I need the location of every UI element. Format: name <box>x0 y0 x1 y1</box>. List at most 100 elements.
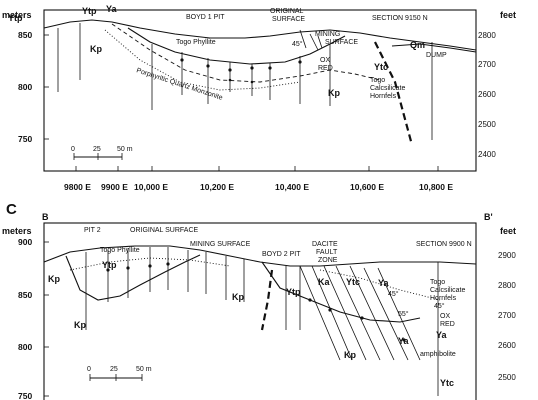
bottom-scale-bar: 0 25 50 m <box>87 366 152 381</box>
bottom-y-800: 800 <box>18 342 32 352</box>
bottom-y-900: 900 <box>18 237 32 247</box>
bottom-pit2-outline <box>65 254 201 301</box>
bottom-ox: OX <box>440 313 450 320</box>
bottom-scale-25: 25 <box>110 366 118 373</box>
bottom-fault <box>260 269 274 331</box>
bottom-ft-2600: 2600 <box>498 341 516 350</box>
bottom-togo-1: Togo <box>430 279 445 286</box>
top-red: RED <box>318 65 333 72</box>
bottom-unit-ytp2: Ytp <box>286 287 301 297</box>
bottom-frame <box>43 222 477 400</box>
top-mining-2: SURFACE <box>325 39 358 46</box>
bottom-dacite-2: FAULT <box>316 249 338 256</box>
bottom-unit-ytc1: Ytc <box>346 277 360 287</box>
bottom-dacite-1: DACITE <box>312 241 338 248</box>
top-y-800: 800 <box>18 82 32 92</box>
top-unit-qm: Qm <box>410 40 425 50</box>
bottom-unit-ya2: Ya <box>398 336 410 346</box>
bottom-y-750: 750 <box>18 391 32 400</box>
bottom-unit-kp3: Kp <box>232 292 244 302</box>
top-unit-kp1: Kp <box>90 44 102 54</box>
top-scale-25: 25 <box>93 146 101 153</box>
bottom-red: RED <box>440 321 455 328</box>
bottom-mining-surface: MINING SURFACE <box>190 241 251 248</box>
bottom-dacite-3: ZONE <box>318 257 338 264</box>
top-ox: OX <box>320 57 330 64</box>
top-x-9900: 9900 E <box>101 182 128 192</box>
top-mining-surface-line <box>127 27 346 65</box>
top-x-10000: 10,000 E <box>134 182 168 192</box>
top-x-axis: 9800 E 9900 E 10,000 E 10,200 E 10,400 E… <box>64 166 453 192</box>
bottom-y-850: 850 <box>18 290 32 300</box>
bottom-original-surface: ORIGINAL SURFACE <box>130 227 199 234</box>
bottom-unit-ya1: Ya <box>378 278 390 288</box>
bottom-unit-ytp1: Ytp <box>102 260 117 270</box>
top-mining-1: MINING <box>315 31 340 38</box>
top-cross-section: meters 850 800 750 feet 2800 2700 2600 2… <box>2 4 516 192</box>
top-y-750: 750 <box>18 134 32 144</box>
bottom-unit-ytc2: Ytc <box>440 378 454 388</box>
bottom-unit-kp4: Kp <box>344 350 356 360</box>
bottom-boyd2-outline <box>261 261 421 323</box>
bottom-unit-kp2: Kp <box>74 320 86 330</box>
top-ft-2400: 2400 <box>478 150 496 159</box>
bottom-angle-a: 45° <box>388 290 399 298</box>
bottom-togo-3: Hornfels <box>430 295 457 302</box>
bottom-scale-50: 50 m <box>136 366 152 373</box>
top-right-unit: feet <box>500 10 516 20</box>
top-ft-2700: 2700 <box>478 60 496 69</box>
top-ft-2800: 2800 <box>478 31 496 40</box>
top-unit-ytc: Ytc <box>374 62 388 72</box>
bottom-angle-c: 45° <box>434 302 445 310</box>
top-original-2: SURFACE <box>272 16 305 23</box>
top-unit-ytp2: Ytp <box>82 6 97 16</box>
bottom-left-unit: meters <box>2 226 32 236</box>
bottom-end-right: B' <box>484 212 493 222</box>
top-togo-phyllite: Togo Phyllite <box>176 39 216 46</box>
top-scale-50: 50 m <box>117 146 133 153</box>
bottom-drill-holes <box>85 247 439 396</box>
bottom-togo-phyllite: Togo Phyllite <box>100 247 140 254</box>
top-ft-2600: 2600 <box>478 90 496 99</box>
panel-letter: C <box>6 201 17 218</box>
bottom-unit-kp1: Kp <box>48 274 60 284</box>
bottom-end-left: B <box>42 212 49 222</box>
top-togo-2: Calcsilicate <box>370 85 406 92</box>
top-scale-bar: 0 25 50 m <box>71 146 133 160</box>
top-togo-1: Togo <box>370 77 385 84</box>
top-original-surface-line <box>43 19 477 51</box>
bottom-ft-2800: 2800 <box>498 281 516 290</box>
bottom-original-surface-line <box>43 245 477 267</box>
top-pit-label: BOYD 1 PIT <box>186 14 225 21</box>
top-original-1: ORIGINAL <box>270 8 304 15</box>
bottom-ft-2900: 2900 <box>498 251 516 260</box>
top-x-10800: 10,800 E <box>419 182 453 192</box>
top-scale-0: 0 <box>71 146 75 153</box>
bottom-scale-0: 0 <box>87 366 91 373</box>
top-x-9800: 9800 E <box>64 182 91 192</box>
top-x-10600: 10,600 E <box>350 182 384 192</box>
bottom-angle-b: 55° <box>398 310 409 318</box>
top-porphyritic: Porphyritic Quartz Monzonite <box>135 67 223 102</box>
top-unit-kp2: Kp <box>328 88 340 98</box>
bottom-ft-2500: 2500 <box>498 373 516 382</box>
top-unit-ya: Ya <box>106 4 118 14</box>
bottom-togo-2: Calcsilicate <box>430 287 466 294</box>
top-y-850: 850 <box>18 30 32 40</box>
top-togo-3: Hornfels <box>370 93 397 100</box>
bottom-amphibolite: amphibolite <box>420 351 456 358</box>
top-drill-holes <box>57 23 433 140</box>
top-unit-ytp1: Ytp <box>8 13 23 23</box>
top-x-10400: 10,400 E <box>275 182 309 192</box>
top-left-unit: meters <box>2 10 32 20</box>
top-dump: DUMP <box>426 52 447 59</box>
bottom-unit-ya3: Ya <box>436 330 448 340</box>
top-frame <box>43 9 477 172</box>
top-fault-main <box>374 41 414 146</box>
top-phyllite-contact <box>111 23 381 83</box>
bottom-pit2: PIT 2 <box>84 227 101 234</box>
bottom-unit-ka: Ka <box>318 277 330 287</box>
bottom-boyd2: BOYD 2 PIT <box>262 251 301 258</box>
top-section: SECTION 9150 N <box>372 15 428 22</box>
